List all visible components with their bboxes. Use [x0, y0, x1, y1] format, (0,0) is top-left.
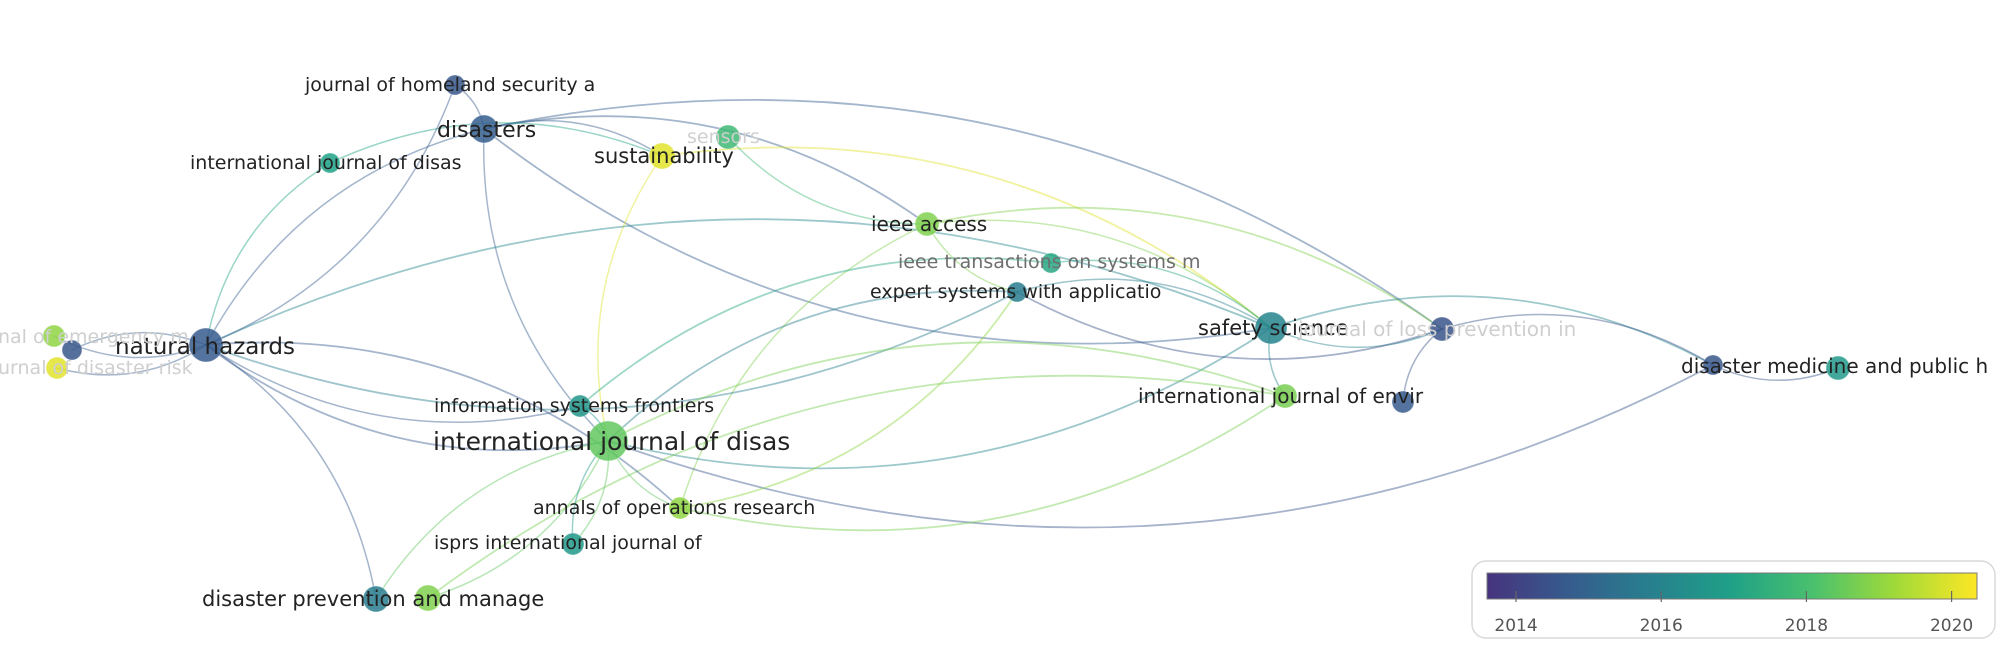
- edge-safety_science-dmph: [1270, 295, 1714, 366]
- node-label-sensors: sensors: [687, 126, 760, 148]
- edge-dmph-dmph_teal: [1712, 364, 1839, 381]
- node-left_purple[interactable]: [61, 339, 83, 361]
- color-scale-bar: [1486, 572, 1978, 600]
- edge-ieee_access-safety_science: [926, 219, 1272, 329]
- edge-natural_hazards-left_yellow: [56, 344, 207, 376]
- node-aor[interactable]: [668, 496, 692, 520]
- edge-aor-eswa: [679, 291, 1018, 509]
- edge-sustainability-ijdrr: [597, 155, 663, 442]
- edge-dmph-ijdrr: [607, 364, 1714, 529]
- node-label-isf: information systems frontiers: [434, 395, 714, 417]
- node-label-ijerph: international journal of envir: [1138, 384, 1424, 408]
- legend-tick-label: 2018: [1785, 616, 1828, 636]
- node-label-ieee_tsmc: ieee transactions on systems m: [898, 251, 1201, 273]
- node-jhs[interactable]: [444, 74, 466, 96]
- edge-jlpp-dmph: [1441, 313, 1714, 366]
- legend-tick-label: 2014: [1494, 616, 1537, 636]
- edge-disasters-safety_science: [483, 128, 1272, 345]
- node-label-ijdrm_top: international journal of disas: [190, 152, 462, 174]
- node-label-ieee_access: ieee access: [871, 212, 987, 236]
- edge-natural_hazards-dpm: [205, 344, 377, 600]
- node-jlpp[interactable]: [1429, 316, 1455, 342]
- edge-ijerph-dpm_green: [427, 374, 1286, 599]
- node-dmph[interactable]: [1702, 354, 1724, 376]
- edge-ieee_access-jlpp: [926, 206, 1443, 330]
- node-isf[interactable]: [568, 394, 592, 418]
- node-left_green[interactable]: [42, 324, 66, 348]
- node-label-dmph: disaster medicine and public h: [1681, 354, 1988, 378]
- edge-natural_hazards-aor: [205, 341, 681, 509]
- edge-ijerph-ijdrr: [607, 341, 1286, 442]
- node-label-jlpp: journal of loss prevention in: [1297, 317, 1576, 341]
- node-label-isprs: isprs international journal of: [434, 532, 703, 554]
- edge-ieee_tsmc-safety_science: [1050, 259, 1272, 329]
- node-isprs[interactable]: [561, 532, 585, 556]
- edge-eswa-ijdrr: [607, 289, 1018, 442]
- node-label-natural_hazards: natural hazards: [115, 334, 295, 360]
- node-ijdrr[interactable]: [587, 420, 629, 462]
- nodes-layer: [42, 74, 1851, 613]
- edge-ijdrr-dpm: [375, 440, 609, 600]
- edge-disasters-ieee_access: [483, 115, 928, 225]
- edges-layer: [53, 84, 1839, 600]
- node-label-jhs: journal of homeland security a: [304, 74, 595, 96]
- node-dpm[interactable]: [362, 585, 390, 613]
- edge-jlpp-eswa: [1016, 291, 1443, 360]
- edge-disasters-jlpp: [483, 99, 1443, 330]
- edge-sensors-ieee_access: [727, 136, 928, 225]
- node-safety_science[interactable]: [1254, 311, 1288, 345]
- labels-layer: journal of homeland security a disasters i…: [0, 74, 1988, 611]
- node-label-eswa: expert systems with applicatio: [870, 281, 1161, 303]
- edge-ijdrm_top-natural_hazards: [205, 162, 331, 346]
- edge-eswa-natural_hazards: [205, 291, 1018, 411]
- edge-disasters-natural_hazards: [205, 128, 485, 346]
- node-left_yellow[interactable]: [45, 356, 69, 380]
- node-label-ijdrr: international journal of disas: [433, 427, 790, 456]
- node-label-sustainability: sustainability: [594, 144, 734, 168]
- edge-safety_science-jlpp: [1270, 327, 1443, 349]
- node-dpm_green[interactable]: [414, 584, 442, 612]
- node-ieee_access[interactable]: [914, 211, 940, 237]
- node-ijerph[interactable]: [1272, 383, 1298, 409]
- node-label-disasters: disasters: [437, 118, 536, 143]
- legend-tick-label: 2020: [1930, 616, 1973, 636]
- node-label-dpm: disaster prevention and manage: [202, 587, 544, 611]
- edge-natural_hazards-ijdrr: [205, 344, 609, 452]
- node-eswa[interactable]: [1006, 281, 1028, 303]
- node-ieee_tsmc[interactable]: [1040, 252, 1062, 274]
- edge-eswa-safety_science: [1016, 278, 1272, 329]
- node-disasters[interactable]: [469, 114, 499, 144]
- node-ijerph_purple[interactable]: [1391, 390, 1415, 414]
- edge-safety_science-natural_hazards: [205, 218, 1272, 346]
- edge-ieee_tsmc-isf: [579, 257, 1052, 407]
- edge-ijerph-aor: [679, 395, 1286, 532]
- edge-natural_hazards-jhs: [205, 84, 456, 346]
- color-scale-legend: 2014 2016 2018 2020: [1471, 560, 1996, 639]
- node-sensors[interactable]: [715, 124, 741, 150]
- node-label-aor: annals of operations research: [533, 497, 815, 519]
- edge-safety_science-ijdrr: [607, 327, 1272, 470]
- node-label-left_yellow: urnal of disaster risk: [0, 357, 193, 379]
- edge-natural_hazards-isf: [205, 344, 581, 423]
- legend-tick-label: 2016: [1640, 616, 1683, 636]
- edge-disasters-sustainability: [483, 119, 663, 157]
- edge-ijdrr-dpm_green: [427, 440, 609, 599]
- edge-sustainability-safety_science: [661, 146, 1272, 329]
- node-sustainability[interactable]: [648, 142, 676, 170]
- color-scale-ticks: 2014 2016 2018 2020: [1494, 591, 1973, 636]
- node-natural_hazards[interactable]: [188, 327, 224, 363]
- edge-ieee_access-aor: [679, 223, 928, 509]
- node-label-safety_science: safety science: [1198, 316, 1348, 340]
- node-label-left_green: nal of emergency m: [0, 326, 189, 348]
- node-ijdrm_top[interactable]: [319, 152, 341, 174]
- edge-ieee_access-eswa: [926, 223, 1018, 293]
- node-dmph_teal[interactable]: [1825, 355, 1851, 381]
